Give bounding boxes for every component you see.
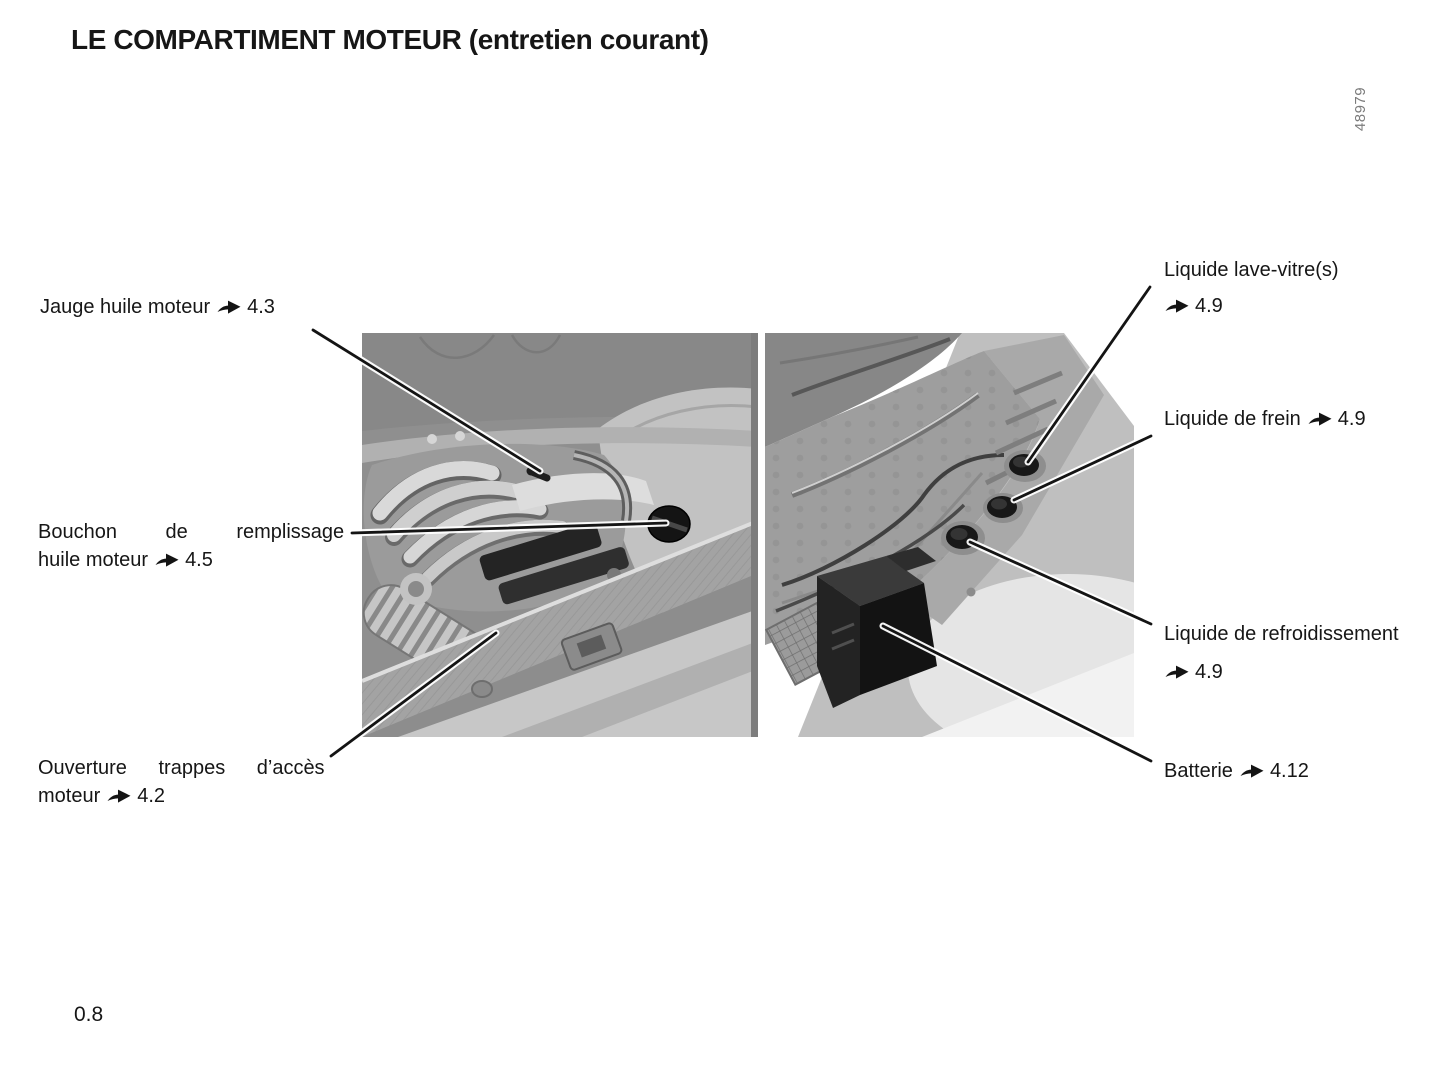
callout-text: Bouchon de remplissage (38, 521, 345, 543)
brake-fluid-cap-graphic (983, 493, 1023, 523)
reference-number: 4.9 (1195, 295, 1223, 317)
callout-text: Liquide lave-vitre(s) (1164, 259, 1339, 281)
figure-number: 48979 (1352, 86, 1369, 132)
engine-cover-panels (479, 522, 629, 605)
windshield (765, 333, 962, 447)
callout-text: Liquide de refroidissement (1164, 623, 1399, 645)
reference-arrow-icon (155, 553, 179, 567)
callout-oil-filler-cap: Bouchon de remplissage huile moteur 4.5 (38, 518, 344, 574)
reference-arrow-icon (217, 300, 241, 314)
engine-compartment-figure (362, 333, 1134, 737)
oil-filler-cap-graphic (647, 505, 691, 543)
figure-right-photo-cowl (765, 333, 1134, 737)
callout-brake-fluid: Liquide de frein 4.9 (1164, 405, 1366, 433)
coolant-cap-graphic (941, 521, 985, 555)
page-number: 0.8 (74, 1003, 104, 1026)
reference-arrow-icon (107, 789, 131, 803)
callout-text: Jauge huile moteur (40, 296, 211, 318)
callout-coolant: Liquide de refroidissement 4.9 (1164, 620, 1399, 686)
reference-number: 4.9 (1337, 408, 1366, 430)
reference-number: 4.2 (137, 785, 166, 807)
callout-text: huile moteur (38, 549, 149, 571)
callout-washer-fluid: Liquide lave-vitre(s) 4.9 (1164, 256, 1339, 320)
reference-arrow-icon (1165, 299, 1189, 313)
reference-number: 4.5 (185, 549, 213, 571)
callout-engine-access-hatches: Ouverture trappes d’accès moteur 4.2 (38, 754, 325, 810)
reference-number: 4.3 (247, 296, 275, 318)
figure-left-photo-engine-bay (362, 333, 758, 737)
reference-arrow-icon (1240, 764, 1264, 778)
hood-latch (560, 622, 623, 671)
reference-number: 4.9 (1195, 661, 1223, 683)
reference-number: 4.12 (1269, 760, 1309, 782)
callout-text: moteur (38, 785, 101, 807)
washer-fluid-cap-graphic (1004, 450, 1046, 482)
callout-text: Batterie (1164, 760, 1233, 782)
reference-arrow-icon (1165, 665, 1189, 679)
callout-text: Liquide de frein (1164, 408, 1301, 430)
callout-oil-dipstick: Jauge huile moteur 4.3 (40, 293, 275, 321)
callout-text: Ouverture trappes d’accès (38, 757, 325, 779)
reference-arrow-icon (1308, 412, 1332, 426)
page-title: LE COMPARTIMENT MOTEUR (entretien couran… (71, 24, 709, 55)
callout-battery: Batterie 4.12 (1164, 757, 1309, 785)
engine-compartment-illustration (362, 333, 1134, 737)
